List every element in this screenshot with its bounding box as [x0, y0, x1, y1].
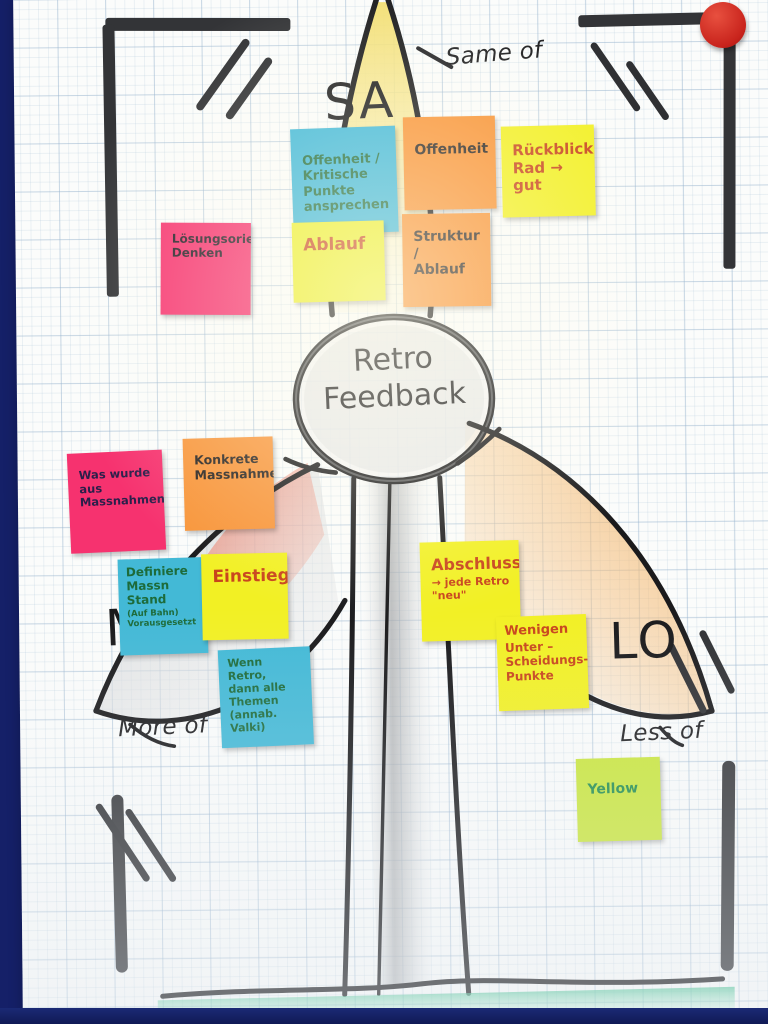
sticky-note-was-wurde-aus-massnahmen[interactable]: Was wurde aus Massnahmen [66, 449, 167, 554]
sticky-note-text: Definiere Massn Stand [125, 563, 188, 608]
sticky-note-struktur-ablauf[interactable]: Struktur / Ablauf [401, 212, 492, 308]
sticky-note-text: Struktur / Ablauf [413, 228, 480, 279]
center-title: Retro Feedback [297, 338, 490, 420]
sticky-note-text: Einstieg [212, 565, 289, 588]
sticky-note-text: Abschluss [430, 552, 522, 575]
sticky-note-ablauf[interactable]: Ablauf [291, 220, 386, 303]
sticky-note-text: Wenigen [504, 621, 569, 639]
label-more-of: More of [117, 712, 208, 743]
label-less-of: Less of [619, 717, 704, 748]
sticky-note-loesungsorient[interactable]: Lösungsorient. Denken [160, 222, 251, 316]
sticky-note-text: Konkrete Massnahmen [193, 450, 276, 483]
sticky-note-text: Offenheit [414, 140, 489, 159]
sticky-note-rueckblick[interactable]: Rückblick Rad → gut [500, 124, 596, 218]
sticky-note-subtext: (Auf Bahn) Vorausgesetzt [127, 608, 197, 630]
flipchart-paper: SA M LO Same of More of Less of Retro Fe… [13, 0, 768, 1020]
sticky-note-subtext: Unter – Scheidungs- Punkte [504, 639, 589, 684]
sticky-note-text: Ablauf [302, 233, 366, 256]
frame-mark-bottom-right-vertical [720, 760, 736, 971]
frame-mark-top-left-horizontal [105, 17, 291, 31]
wall-bottom-strip [0, 1008, 768, 1024]
sticky-note-text: Wenn Retro, dann alle Themen (annab. Val… [227, 655, 286, 735]
sticky-note-text: Lösungsorient. Denken [171, 231, 251, 261]
quadrant-letter-same: SA [322, 70, 397, 132]
quadrant-letter-less: LO [608, 610, 680, 671]
sticky-note-subtext: → jede Retro "neu" [431, 574, 510, 603]
frame-mark-top-right-vertical [723, 18, 736, 269]
sticky-note-einstieg[interactable]: Einstieg [201, 552, 289, 641]
sticky-note-wenn-retro-alle-themen[interactable]: Wenn Retro, dann alle Themen (annab. Val… [217, 646, 314, 749]
sticky-note-text: Rückblick Rad → gut [512, 139, 594, 195]
sticky-note-yellow[interactable]: Yellow [575, 756, 662, 843]
sticky-note-definiere-massn-stand[interactable]: Definiere Massn Stand (Auf Bahn) Vorausg… [117, 556, 209, 656]
sticky-note-offenheit[interactable]: Offenheit [402, 115, 497, 211]
sticky-note-offenheit-kritische[interactable]: Offenheit / Kritische Punkte ansprechen [290, 125, 399, 236]
sticky-note-text: Offenheit / Kritische Punkte ansprechen [301, 151, 390, 215]
sticky-note-konkrete-massnahmen[interactable]: Konkrete Massnahmen [182, 436, 276, 531]
sticky-note-text: Yellow [587, 780, 639, 798]
sticky-note-wenigen-unterscheidungspunkte[interactable]: Wenigen Unter – Scheidungs- Punkte [495, 614, 590, 712]
magnet-icon[interactable] [700, 2, 746, 48]
sticky-note-text: Was wurde aus Massnahmen [78, 465, 166, 510]
